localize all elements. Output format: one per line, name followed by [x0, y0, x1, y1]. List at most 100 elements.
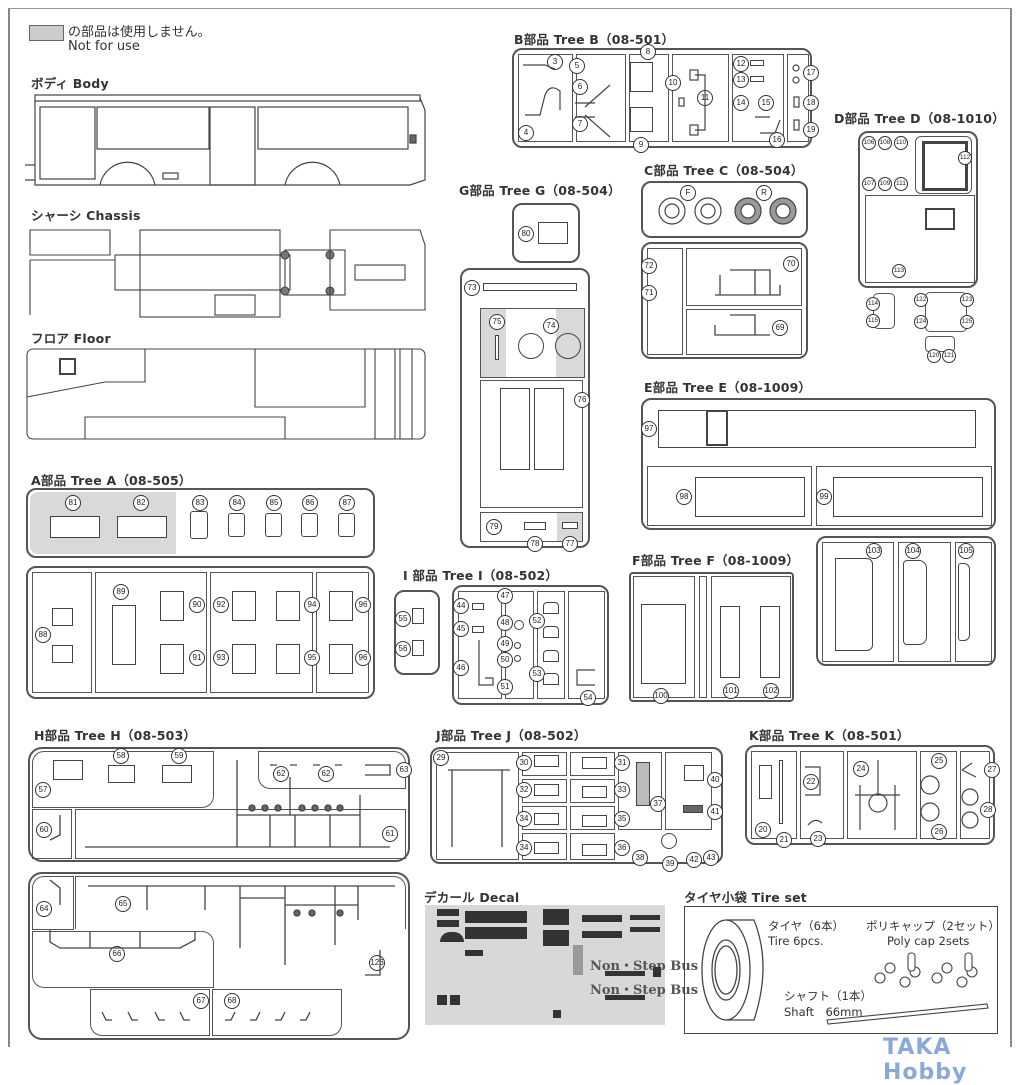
part-number: 106 [862, 136, 876, 150]
bar-part [495, 335, 499, 360]
tire-drawing [701, 919, 764, 1021]
part-number: 79 [486, 519, 502, 535]
seat-part [112, 605, 136, 665]
decal-item [653, 967, 661, 977]
polycap-label-jp: ポリキャップ（2セット） [866, 919, 1000, 933]
part-number: 52 [529, 613, 545, 629]
part-number: 124 [914, 315, 928, 329]
part-number: 82 [133, 495, 149, 511]
panel-part [630, 62, 653, 92]
page-frame [8, 8, 1012, 1047]
panel-part [630, 107, 653, 132]
seat-part [160, 644, 184, 674]
part-number: 12 [733, 56, 749, 72]
tree-b-parts-drawing [523, 64, 800, 138]
part-number: 112 [958, 151, 972, 165]
part-number: 28 [980, 802, 996, 818]
seat-part [276, 591, 300, 621]
section-title-tree-j: J部品 Tree J（08-502） [436, 728, 587, 743]
small-part [683, 805, 703, 813]
part-number: 6 [572, 79, 588, 95]
decal-item [465, 950, 483, 956]
part-number: 9 [633, 137, 649, 153]
bus-body-drawing [25, 94, 426, 186]
window-part [958, 563, 970, 641]
seat-part [543, 673, 559, 685]
seat-part [329, 644, 353, 674]
part-number: 27 [984, 762, 1000, 778]
part-number: 37 [650, 796, 666, 812]
tree-a-lower [26, 566, 375, 699]
part-number: 32 [516, 782, 532, 798]
decal-wheelchair [450, 995, 460, 1005]
section-title-tree-e: E部品 Tree E（08-1009） [644, 380, 812, 395]
part-number: 109 [878, 177, 892, 191]
part-number: 30 [516, 755, 532, 771]
small-part [412, 608, 424, 624]
section-title-decal: デカール Decal [424, 890, 520, 905]
part-number: 18 [803, 95, 819, 111]
part-number: 74 [543, 318, 559, 334]
part-number: 40 [707, 772, 723, 788]
seat-part [162, 765, 192, 783]
part-number: 8 [640, 44, 656, 60]
part-number: 31 [614, 755, 630, 771]
seat-part [276, 644, 300, 674]
part-number: 66 [109, 946, 125, 962]
part-number: 111 [894, 177, 908, 191]
part-number: 3 [547, 54, 563, 70]
box-part [684, 765, 704, 781]
steering-wheel-part [661, 833, 677, 849]
part-number: 21 [776, 832, 792, 848]
decal-item [553, 1010, 561, 1018]
part-number: 105 [958, 543, 974, 559]
part-number: 94 [304, 597, 320, 613]
part-number: 88 [35, 627, 51, 643]
part-number: 23 [810, 831, 826, 847]
windshield-part [835, 558, 873, 651]
part-number: 62 [273, 766, 289, 782]
part-number: 24 [853, 761, 869, 777]
section-title-tree-c: C部品 Tree C（08-504） [644, 163, 804, 178]
part-number: 80 [518, 226, 534, 242]
legend-english: Not for use [68, 39, 140, 54]
tire-label-en: Tire 6pcs. [768, 934, 824, 948]
section-title-tree-i: I 部品 Tree I（08-502） [403, 568, 559, 583]
part-number: 57 [35, 782, 51, 798]
seat-part [52, 608, 73, 626]
section-title-tree-b: B部品 Tree B（08-501） [514, 32, 675, 47]
part-number: 51 [497, 679, 513, 695]
part-number: 103 [866, 543, 882, 559]
section-title-tree-d: D部品 Tree D（08-1010） [834, 111, 1005, 126]
rear-wheel-label: R [756, 185, 772, 201]
part-number: 96 [355, 597, 371, 613]
plate-part [582, 757, 607, 769]
seat-part [232, 591, 256, 621]
plate-part [534, 784, 559, 796]
shaft-drawing [826, 1003, 989, 1025]
part-number: 125 [960, 315, 974, 329]
part-number: 67 [193, 993, 209, 1009]
part-number: 90 [189, 597, 205, 613]
section-title-tree-f: F部品 Tree F（08-1009） [632, 553, 800, 568]
part-number: 81 [65, 495, 81, 511]
part-number: 68 [224, 993, 240, 1009]
small-part [562, 522, 578, 529]
decal-sign [543, 930, 569, 946]
seat-part [543, 626, 559, 638]
polycap-label-en: Poly cap 2sets [887, 934, 970, 948]
seat-part [338, 513, 355, 537]
part-number: 48 [497, 615, 513, 631]
part-number: 4 [518, 125, 534, 141]
decal-plate [437, 909, 459, 916]
watermark: TAKA Hobby [883, 1035, 968, 1085]
decal-strip [605, 971, 645, 976]
small-part [472, 626, 484, 633]
seat-part [53, 760, 83, 780]
side-panel-part [833, 477, 983, 517]
decal-sign [582, 915, 622, 922]
part-number: 41 [707, 804, 723, 820]
part-number: 120 [927, 349, 941, 363]
part-number: 29 [433, 750, 449, 766]
tree-k-parts-drawing [805, 760, 979, 830]
